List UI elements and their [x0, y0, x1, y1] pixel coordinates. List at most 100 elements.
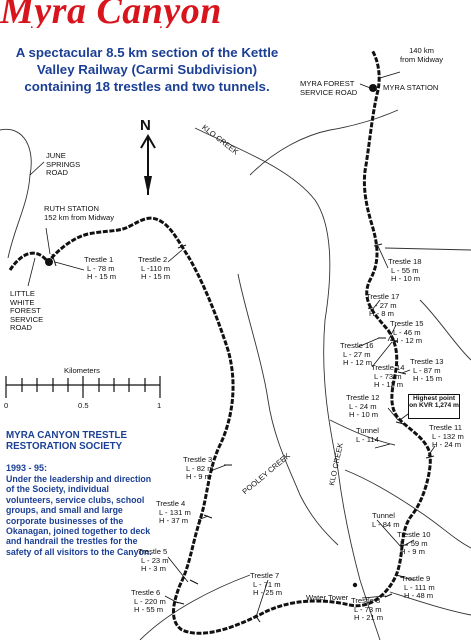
trestle-t17-name: Trestle 17 — [366, 292, 400, 301]
trestle-t6-l: L - 220 m — [134, 596, 166, 606]
trestle-t6-h: H - 55 m — [134, 605, 164, 615]
road-left-loop — [0, 128, 32, 259]
label-june-springs-road: JUNE SPRINGS ROAD — [46, 151, 81, 178]
trestle-t18-name: Trestle 18 — [388, 257, 422, 266]
trestle-t18-h: H - 10 m — [391, 274, 421, 284]
trestle-t17-l: L - 27 m — [369, 300, 397, 310]
trestle-t7-l: L - 71 m — [253, 579, 281, 589]
kvr-railway — [8, 49, 432, 635]
road-lower-left — [139, 574, 251, 640]
north-label: N — [140, 117, 151, 134]
scale-bar — [5, 376, 161, 398]
trestle-t4-l: L - 131 m — [159, 507, 191, 517]
label-ruth-station: RUTH STATION 152 km from Midway — [44, 204, 115, 222]
leaders — [27, 71, 436, 618]
trestle-t4-h: H - 37 m — [159, 516, 189, 526]
trestle-t5-name: Trestle 5 — [138, 547, 168, 556]
trestle-t3-h: H - 9 m — [186, 472, 211, 482]
trestle-t8-l: L - 73 m — [354, 604, 382, 614]
myra-station-dot — [369, 84, 377, 92]
trestle-t18-l: L - 55 m — [391, 265, 419, 275]
trestle-t17-h: H - 8 m — [369, 309, 394, 319]
klo-creek-top-line — [249, 109, 399, 176]
trestle-t15-h: H - 12 m — [393, 336, 423, 346]
trestle-t12-h: H - 10 m — [349, 410, 379, 420]
society-text: Under the leadership and direction of th… — [6, 474, 152, 557]
scale-tick-0: 0 — [4, 401, 9, 410]
trestle-t9-l: L - 111 m — [404, 582, 435, 592]
label-myra-station: MYRA STATION — [383, 83, 439, 92]
ruth-station-dot — [45, 258, 53, 266]
trestle-t10-name: Trestle 10 — [397, 530, 431, 539]
trestle-t13-name: Trestle 13 — [410, 357, 444, 366]
klo-creek-main — [194, 127, 381, 640]
trestle-t7-h: H - 25 m — [253, 588, 283, 598]
label-midway-140: 140 km from Midway — [400, 46, 444, 64]
scale-tick-1: 1 — [157, 401, 162, 410]
trestle-t1-h: H - 15 m — [87, 272, 117, 282]
trestle-t3-l: L - 82 m — [186, 463, 214, 473]
trestle-t11-h: H - 24 m — [432, 440, 462, 450]
society-years: 1993 - 95: — [6, 463, 48, 473]
trestle-t11-name: Trestle 11 — [429, 423, 462, 432]
trestle-t14-name: Trestle 14 — [371, 363, 405, 372]
trestle-t1-name: Trestle 1 — [84, 255, 114, 264]
road-right-mid — [419, 299, 471, 361]
trestle-t10-h: H - 9 m — [400, 547, 425, 557]
road-right-lower — [344, 469, 471, 549]
trestle-t1-l: L - 78 m — [87, 263, 115, 273]
scale-title: Kilometers — [64, 366, 100, 375]
road-right-upper — [384, 247, 471, 251]
trestle-t8-name: Trestle 8 — [351, 596, 381, 605]
trestle-t14-l: L - 73 m — [374, 371, 402, 381]
trestle-t6-name: Trestle 6 — [131, 588, 161, 597]
trestle-t2-h: H - 15 m — [141, 272, 171, 282]
page-title: Myra Canyon — [0, 0, 222, 28]
trestle-t15-name: Trestle 15 — [390, 319, 424, 328]
society-title: MYRA CANYON TRESTLE RESTORATION SOCIETY — [6, 430, 128, 452]
trestle-marks — [51, 243, 435, 623]
highest-point-box: Highest point on KVR 1,274 m — [408, 394, 460, 419]
trestle-t2-l: L -110 m — [141, 263, 171, 273]
trestle-t16-name: Trestle 16 — [340, 341, 374, 350]
trestle-t8-h: H - 21 m — [354, 613, 384, 623]
trestle-t2-name: Trestle 2 — [138, 255, 168, 264]
scale-tick-half: 0.5 — [78, 401, 89, 410]
trestle-t12-l: L - 24 m — [349, 401, 377, 411]
north-arrow — [140, 134, 156, 195]
trestle-t14-h: H - 12 m — [374, 380, 404, 390]
trestle-t4-name: Trestle 4 — [156, 499, 186, 508]
water-tower-dot — [352, 582, 358, 588]
label-tunnel-2: Tunnel L - 84 m — [372, 511, 400, 529]
trestle-t5-h: H - 3 m — [141, 564, 166, 574]
label-water-tower: Water Tower — [306, 593, 349, 602]
label-myra-forest-road: MYRA FOREST SERVICE ROAD — [300, 79, 358, 97]
page-subtitle: A spectacular 8.5 km section of the Kett… — [15, 45, 279, 94]
pooley-creek-line — [237, 273, 339, 546]
road-center-link — [329, 419, 396, 446]
trestle-t9-name: Trestle 9 — [401, 574, 431, 583]
label-little-white-road: LITTLE WHITE FOREST SERVICE ROAD — [10, 289, 44, 333]
label-tunnel-1: Tunnel L - 114 — [356, 426, 379, 444]
trestle-t10-l: L - 59 m — [400, 538, 428, 548]
trestle-t5-l: L - 23 m — [141, 555, 169, 565]
roads-and-creeks — [0, 109, 471, 640]
